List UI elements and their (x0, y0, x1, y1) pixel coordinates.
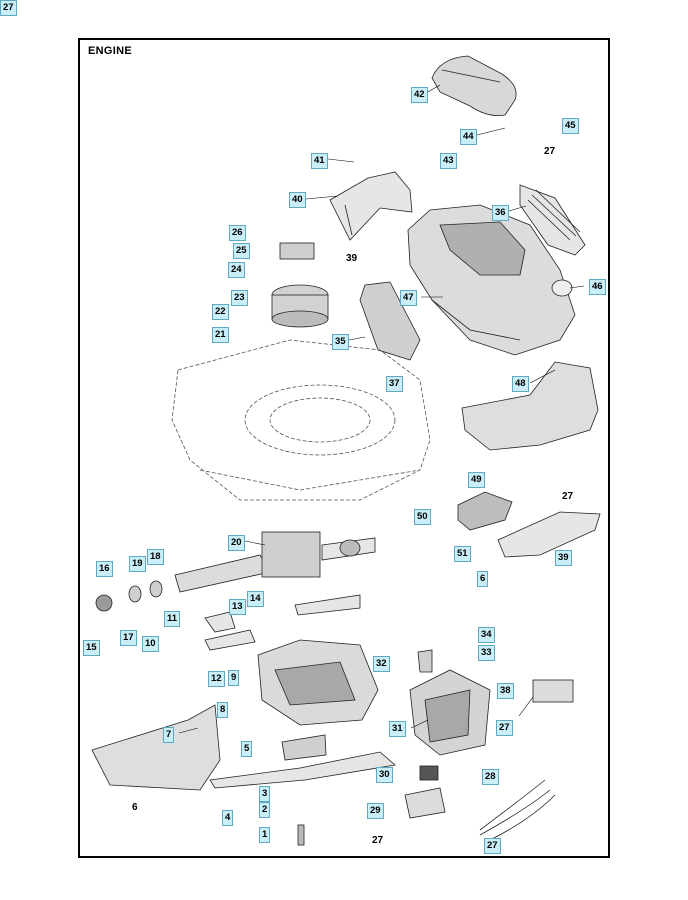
callout-label-2: 2 (259, 802, 271, 818)
callout-label-32: 32 (373, 656, 390, 672)
callout-label-21: 21 (212, 327, 229, 343)
callout-label-34: 34 (478, 627, 495, 643)
callout-label-36: 36 (492, 205, 509, 221)
motor-part (271, 284, 329, 328)
battery-part (457, 491, 513, 531)
callout-text-27: 27 (544, 146, 556, 157)
callout-label-12: 12 (208, 671, 225, 687)
callout-label-8: 8 (217, 702, 229, 718)
callout-label-48: 48 (512, 376, 529, 392)
callout-label-20: 20 (228, 535, 245, 551)
bracket-parts (204, 594, 361, 651)
callout-label-43: 43 (440, 153, 457, 169)
rear-flap-part (329, 171, 413, 241)
body-shell-part (407, 204, 576, 356)
callout-label-31: 31 (389, 721, 406, 737)
callout-text-27: 27 (372, 835, 384, 846)
callout-label-42: 42 (411, 87, 428, 103)
callout-label-15: 15 (83, 640, 100, 656)
callout-label-24: 24 (228, 262, 245, 278)
callout-label-49: 49 (468, 472, 485, 488)
base-plate-part (497, 511, 601, 558)
clip-part (551, 279, 573, 297)
mower-deck-outline (171, 339, 431, 501)
callout-label-33: 33 (478, 645, 495, 661)
motor-housing-part (257, 639, 379, 726)
side-panel-part (359, 281, 421, 361)
diagram-frame (78, 38, 610, 858)
callout-text-39: 39 (346, 253, 358, 264)
callout-label-3: 3 (259, 786, 271, 802)
callout-label-26: 26 (229, 225, 246, 241)
switch-cover-part (404, 787, 446, 819)
bolt-part (297, 824, 305, 846)
callout-label-51: 51 (454, 546, 471, 562)
callout-text-27: 27 (562, 491, 574, 502)
callout-label-29: 29 (367, 803, 384, 819)
circuit-board-part (532, 679, 574, 703)
callout-label-44: 44 (460, 129, 477, 145)
blade-part (209, 751, 396, 789)
diagram-title: ENGINE (88, 45, 132, 57)
callout-label-38: 38 (497, 683, 514, 699)
cable-harness-part (479, 779, 556, 841)
callout-label-16: 16 (96, 561, 113, 577)
callout-label-46: 46 (589, 279, 606, 295)
callout-label-5: 5 (241, 741, 253, 757)
callout-label-41: 41 (311, 153, 328, 169)
callout-label-9: 9 (228, 670, 240, 686)
callout-label-22: 22 (212, 304, 229, 320)
callout-label-28: 28 (482, 769, 499, 785)
callout-label-18: 18 (147, 549, 164, 565)
callout-label-35: 35 (332, 334, 349, 350)
callout-label-19: 19 (129, 556, 146, 572)
callout-label-6: 6 (477, 571, 489, 587)
control-box-part (279, 242, 315, 260)
callout-label-45: 45 (562, 118, 579, 134)
callout-label-10: 10 (142, 636, 159, 652)
callout-label-17: 17 (120, 630, 137, 646)
callout-label-47: 47 (400, 290, 417, 306)
axle-motor-assembly-part (174, 531, 376, 593)
callout-label-39: 39 (555, 550, 572, 566)
callout-label-27: 27 (0, 0, 17, 16)
battery-holder-part (409, 669, 491, 756)
side-guard-part (91, 704, 221, 791)
callout-label-1: 1 (259, 827, 271, 843)
push-switch-part (419, 765, 439, 781)
callout-label-14: 14 (247, 591, 264, 607)
top-cover-part (431, 55, 517, 116)
cover-plate-part (281, 734, 327, 761)
callout-label-25: 25 (233, 243, 250, 259)
callout-label-27: 27 (484, 838, 501, 854)
callout-label-11: 11 (164, 611, 181, 627)
callout-label-4: 4 (222, 810, 234, 826)
callout-label-23: 23 (231, 290, 248, 306)
callout-label-50: 50 (414, 509, 431, 525)
callout-label-7: 7 (163, 727, 175, 743)
wheel-hub-parts (95, 580, 163, 612)
callout-label-37: 37 (386, 376, 403, 392)
callout-label-30: 30 (376, 767, 393, 783)
callout-label-13: 13 (229, 599, 246, 615)
callout-text-6: 6 (132, 802, 138, 813)
callout-label-40: 40 (289, 192, 306, 208)
rear-housing-part (461, 361, 599, 451)
leader-lines (178, 84, 585, 734)
callout-label-27: 27 (496, 720, 513, 736)
grille-part (519, 184, 586, 256)
switch-part (417, 649, 433, 673)
